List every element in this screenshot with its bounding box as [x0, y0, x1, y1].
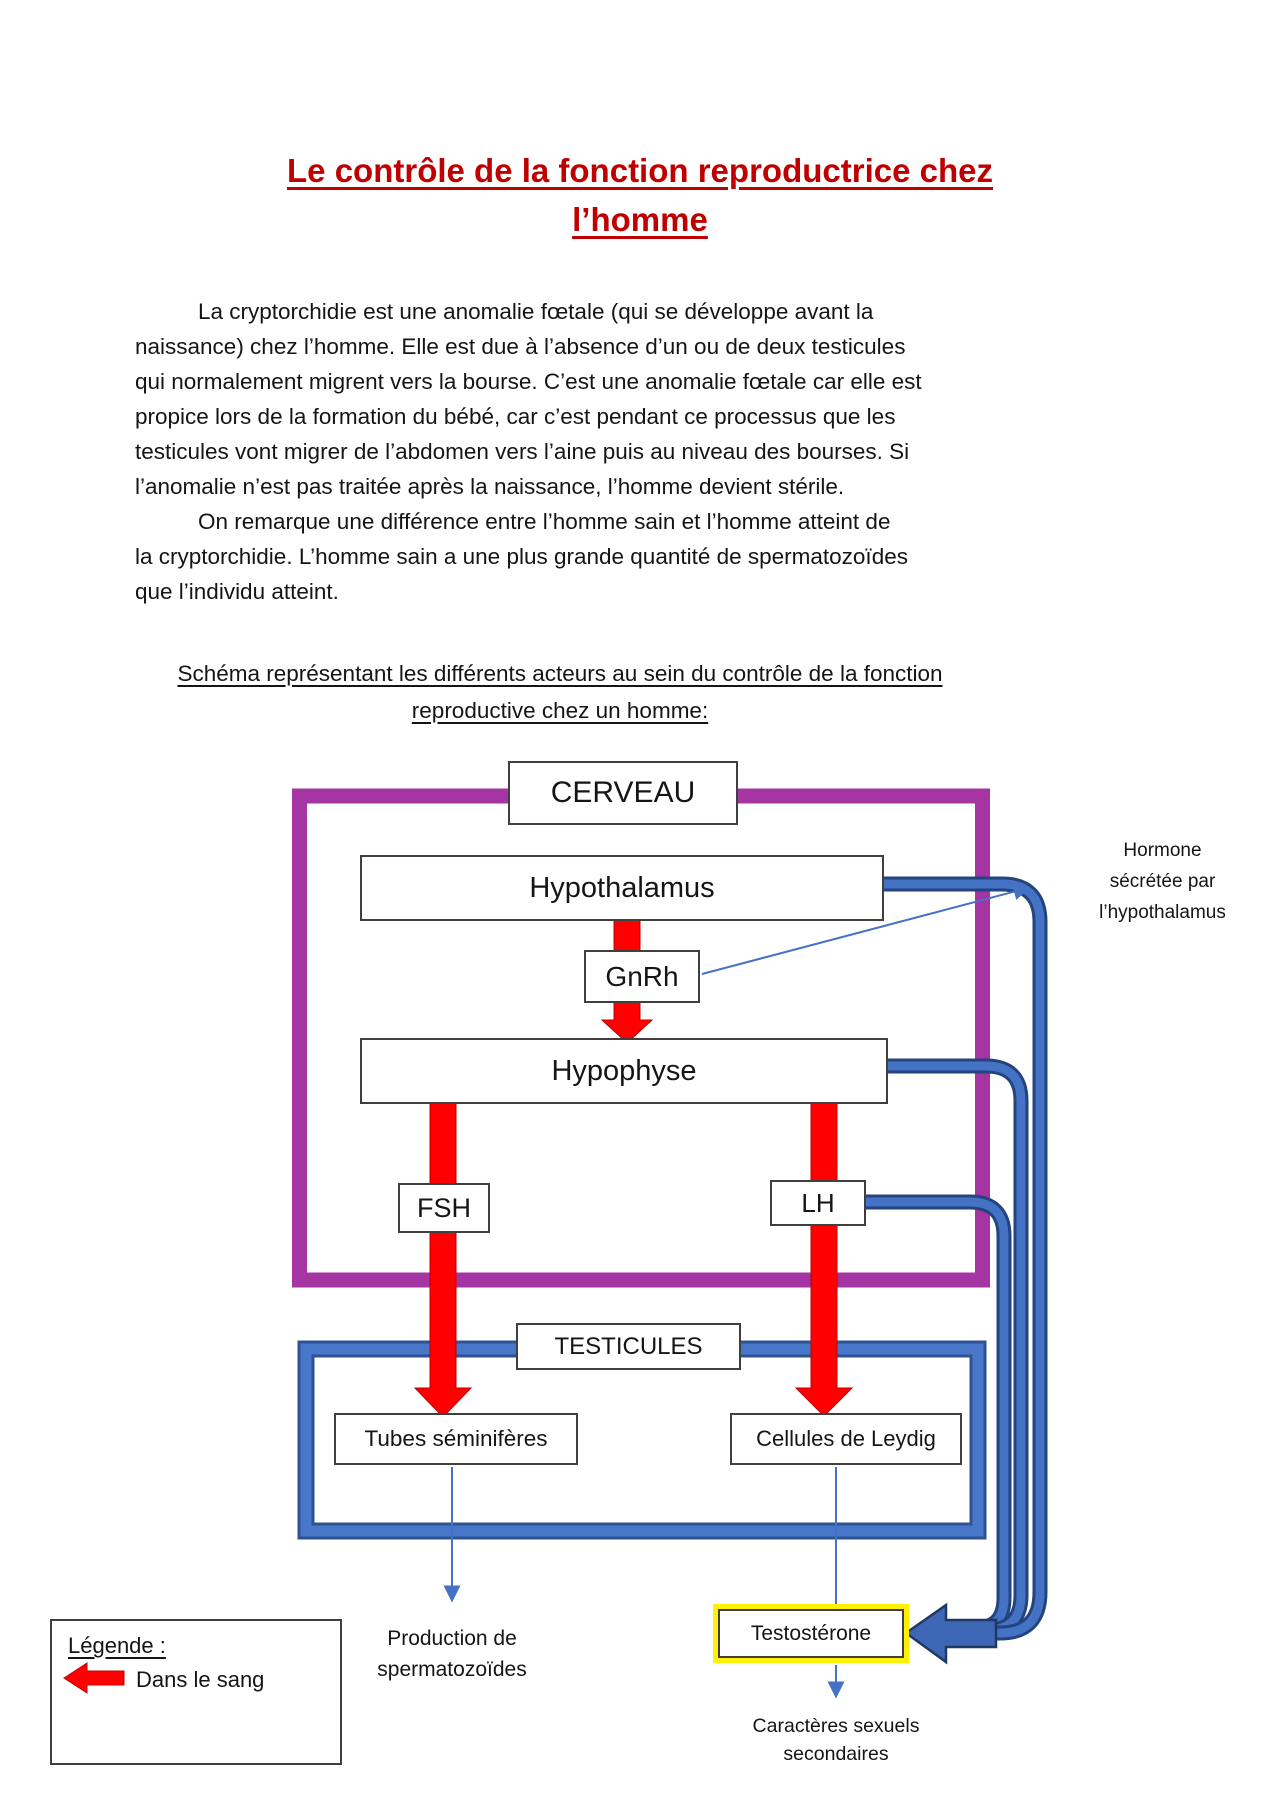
paragraph-line: la cryptorchidie. L’homme sain a une plu…	[135, 544, 908, 569]
paragraph-line: La cryptorchidie est une anomalie fœtale…	[198, 299, 874, 324]
paragraph-line: que l’individu atteint.	[135, 579, 339, 604]
gnrh-annotation-arrow	[701, 883, 1031, 975]
red-arrow-lh-leydig	[794, 1101, 854, 1417]
body-text: La cryptorchidie est une anomalie fœtale…	[135, 294, 1015, 609]
caracteres-annotation-line: Caractères sexuels	[752, 1715, 920, 1737]
hormone-annotation-line: l’hypothalamus	[1099, 902, 1226, 923]
diagram-caption-line2: reproductive chez un homme:	[411, 698, 709, 723]
paragraph-line: propice lors de la formation du bébé, ca…	[135, 404, 896, 429]
production-annotation: Production de spermatozoïdes	[362, 1623, 542, 1685]
diagram-caption-line1: Schéma représentant les différents acteu…	[177, 661, 943, 686]
hormone-annotation-line: sécrétée par	[1109, 871, 1216, 892]
feedback-arrowhead-icon	[903, 1602, 998, 1665]
box-fsh: FSH	[398, 1183, 490, 1233]
red-arrow-left-icon	[63, 1662, 125, 1694]
box-gnrh: GnRh	[584, 950, 700, 1003]
red-arrow-fsh-tubes	[413, 1101, 473, 1418]
caracteres-annotation: Caractères sexuels secondaires	[736, 1712, 936, 1768]
paragraph-line: l’anomalie n’est pas traitée après la na…	[135, 474, 845, 499]
hormone-annotation-line: Hormone	[1123, 840, 1202, 861]
page-title-line2: l’homme	[572, 201, 708, 238]
page-title: Le contrôle de la fonction reproductrice…	[0, 146, 1280, 244]
paragraph-line: On remarque une différence entre l’homme…	[198, 509, 891, 534]
paragraph-line: qui normalement migrent vers la bourse. …	[135, 369, 922, 394]
box-tubes-seminiferes: Tubes séminifères	[334, 1413, 578, 1465]
red-arrow-hypothalamus-gnrh	[613, 918, 641, 954]
box-hypothalamus: Hypothalamus	[360, 855, 884, 921]
hormone-annotation: Hormone sécrétée par l’hypothalamus	[1080, 835, 1245, 928]
page-title-line1: Le contrôle de la fonction reproductrice…	[287, 152, 993, 189]
legend-item-label: Dans le sang	[136, 1667, 265, 1692]
box-testosterone-highlight: Testostérone	[713, 1604, 909, 1663]
diagram-caption: Schéma représentant les différents acteu…	[120, 655, 1000, 729]
box-lh: LH	[770, 1180, 866, 1226]
paragraph-line: naissance) chez l’homme. Elle est due à …	[135, 334, 906, 359]
box-hypophyse: Hypophyse	[360, 1038, 888, 1104]
box-cellules-leydig: Cellules de Leydig	[730, 1413, 962, 1465]
legend-title: Légende :	[68, 1633, 166, 1658]
box-cerveau: CERVEAU	[508, 761, 738, 825]
caracteres-annotation-line: secondaires	[783, 1743, 889, 1765]
legend-box: Légende : Dans le sang	[50, 1619, 342, 1765]
box-testosterone: Testostérone	[718, 1609, 904, 1658]
production-annotation-line: Production de	[387, 1627, 517, 1650]
red-arrow-gnrh-hypophyse	[600, 1000, 654, 1044]
production-annotation-line: spermatozoïdes	[377, 1658, 527, 1681]
box-testicules: TESTICULES	[516, 1323, 741, 1370]
paragraph-line: testicules vont migrer de l’abdomen vers…	[135, 439, 910, 464]
